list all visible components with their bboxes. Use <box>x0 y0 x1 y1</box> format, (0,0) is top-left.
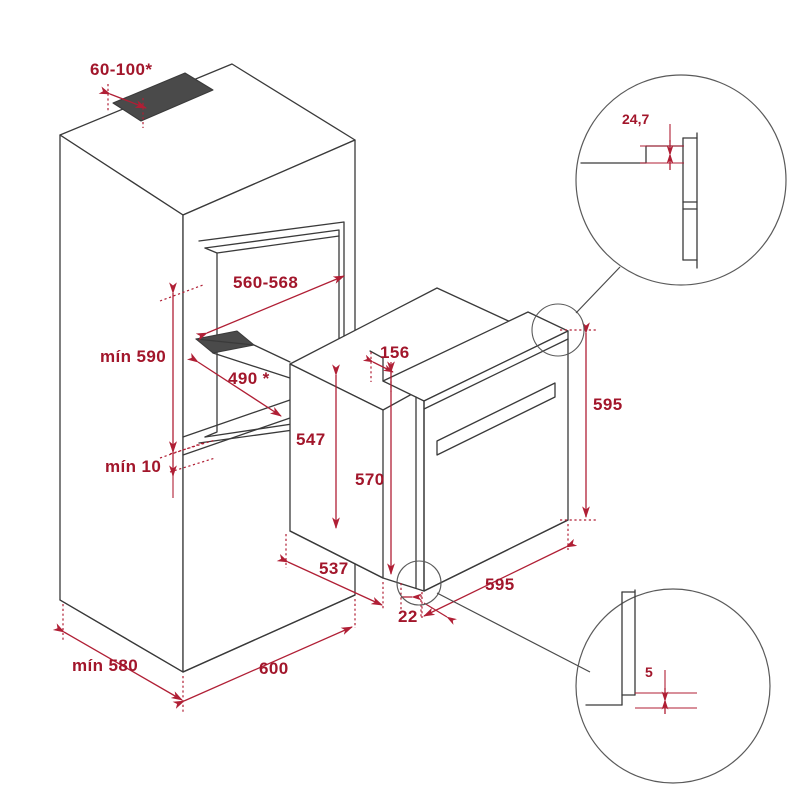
dim-label-depth-min: mín 580 <box>72 656 138 675</box>
dim-oven-body-height-547: 547 <box>296 364 340 530</box>
dim-vent-60-100: 60-100* <box>90 60 152 128</box>
cabinet-left-face <box>59 134 184 673</box>
cabinet-niche-back-edge <box>216 235 340 254</box>
dim-label-detail-bottom: 5 <box>645 664 653 680</box>
dim-rear-cutout-490: 490 * <box>186 352 282 417</box>
dim-label-rear-cutout: 490 * <box>228 369 270 388</box>
callout-circle-bottom-oven <box>396 560 442 606</box>
dim-oven-front-body-height-570: 570 <box>355 361 395 576</box>
callout-circle-top-oven <box>531 303 585 357</box>
dim-label-detail-top: 24,7 <box>622 111 649 127</box>
dim-bottom-clearance-min10: mín 10 <box>105 439 216 498</box>
dim-label-oven-depth: 537 <box>319 559 349 578</box>
dim-niche-height-min590: mín 590 <box>100 282 204 459</box>
dim-oven-front-height-595: 595 <box>560 322 623 521</box>
leader-line-bottom-detail <box>436 592 591 673</box>
dim-label-oven-front-width: 595 <box>485 575 515 594</box>
dim-label-oven-top-offset: 156 <box>380 343 410 362</box>
detail-top-circle <box>575 74 787 286</box>
leader-line-top-detail <box>575 266 621 314</box>
dim-label-bottom-clearance: mín 10 <box>105 457 161 476</box>
dim-oven-door-offset-22: 22 <box>398 583 457 626</box>
dim-depth-min580: mín 580 <box>52 604 184 712</box>
dim-niche-width-560-568: 560-568 <box>195 273 345 341</box>
detail-view-top-right: 24,7 <box>575 74 787 286</box>
detail-view-bottom-right: 5 <box>575 588 771 784</box>
detail-bottom-circle <box>575 588 771 784</box>
dim-label-oven-body-height: 547 <box>296 430 326 449</box>
cabinet-vent-cutout <box>112 72 214 122</box>
dim-label-niche-height: mín 590 <box>100 347 166 366</box>
dim-label-oven-door-offset: 22 <box>398 607 418 626</box>
dim-label-vent: 60-100* <box>90 60 152 79</box>
dim-label-niche-width: 560-568 <box>233 273 298 292</box>
dim-oven-front-width-595: 595 <box>420 524 578 618</box>
dim-label-depth-total: 600 <box>259 659 289 678</box>
dim-label-oven-front-body-height: 570 <box>355 470 385 489</box>
oven-trim-seam <box>423 338 569 410</box>
oven-bottom-edges <box>289 530 425 592</box>
dim-oven-depth-537: 537 <box>276 534 384 610</box>
oven-door-handle <box>436 382 556 456</box>
detail-top-profile <box>580 145 684 164</box>
dim-label-oven-front-height: 595 <box>593 395 623 414</box>
cabinet-base-shelf-front <box>182 417 291 456</box>
